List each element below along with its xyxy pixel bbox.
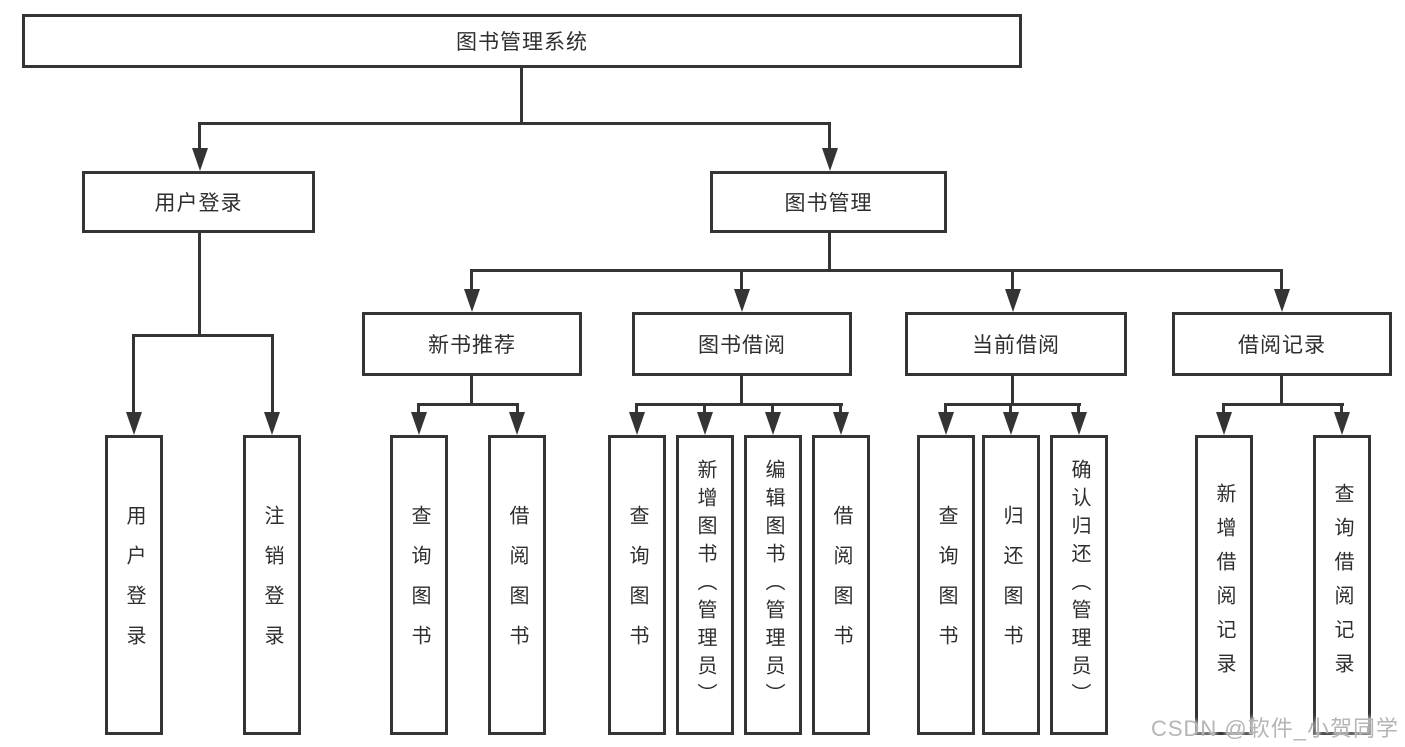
leaf-confirm-return-admin: 确认归还（管理员） (1050, 435, 1108, 735)
leaf-label: 借阅图书 (830, 505, 852, 665)
arrow-down-icon (1003, 412, 1019, 435)
arrow-down-icon (411, 412, 427, 435)
connector-new-books-split (417, 403, 519, 406)
leaf-borrow-books: 借阅图书 (812, 435, 870, 735)
node-label: 图书借阅 (698, 334, 786, 357)
connector-current-borrow-split (944, 403, 1081, 406)
node-root-system: 图书管理系统 (22, 14, 1022, 68)
leaf-add-borrow-record: 新增借阅记录 (1195, 435, 1253, 735)
leaf-add-books-admin: 新增图书（管理员） (676, 435, 734, 735)
leaf-label: 查询图书 (626, 505, 648, 665)
connector-drop-book-borrow (740, 269, 743, 293)
arrow-down-icon (192, 148, 208, 171)
connector-drop-book-mgmt (828, 122, 831, 152)
arrow-down-icon (734, 289, 750, 312)
connector-login-split (132, 334, 274, 337)
connector-login-stem (198, 231, 201, 337)
connector-current-borrow-stem (1011, 376, 1014, 406)
node-label: 用户登录 (154, 192, 243, 215)
leaf-user-login: 用户登录 (105, 435, 163, 735)
node-book-management: 图书管理 (710, 171, 947, 233)
leaf-query-books: 查询图书 (608, 435, 666, 735)
connector-borrow-record-split (1222, 403, 1344, 406)
connector-drop (771, 403, 774, 416)
connector-drop (417, 403, 420, 416)
leaf-query-books: 查询图书 (917, 435, 975, 735)
arrow-down-icon (938, 412, 954, 435)
node-label: 图书管理 (784, 192, 873, 215)
leaf-label: 归还图书 (1000, 505, 1022, 665)
leaf-label: 借阅图书 (506, 505, 528, 665)
connector-root-split (199, 122, 831, 125)
node-book-borrowing: 图书借阅 (632, 312, 852, 376)
connector-mgmt-stem (828, 231, 831, 272)
leaf-label: 查询图书 (935, 505, 957, 665)
connector-drop (516, 403, 519, 416)
csdn-watermark: CSDN @软件_小贺同学 (1150, 716, 1399, 741)
leaf-query-books: 查询图书 (390, 435, 448, 735)
arrow-down-icon (833, 412, 849, 435)
connector-drop-login-leaf2 (271, 334, 274, 414)
node-label: 图书管理系统 (456, 31, 588, 54)
leaf-return-books: 归还图书 (982, 435, 1040, 735)
connector-drop-user-login (198, 122, 201, 152)
leaf-label: 用户登录 (123, 505, 145, 665)
arrow-down-icon (464, 289, 480, 312)
connector-drop-login-leaf1 (132, 334, 135, 414)
node-borrow-records: 借阅记录 (1172, 312, 1392, 376)
node-user-login: 用户登录 (82, 171, 315, 233)
connector-drop-new-books (470, 269, 473, 293)
node-label: 新书推荐 (428, 334, 516, 357)
node-new-book-recommend: 新书推荐 (362, 312, 582, 376)
connector-drop (703, 403, 706, 416)
arrow-down-icon (1071, 412, 1087, 435)
leaf-label: 查询借阅记录 (1331, 483, 1353, 687)
leaf-label: 查询图书 (408, 505, 430, 665)
connector-drop (1340, 403, 1343, 416)
connector-borrow-record-stem (1280, 374, 1283, 406)
connector-new-books-stem (470, 374, 473, 406)
connector-root-stem (520, 66, 523, 125)
connector-drop-current-borrow (1011, 269, 1014, 293)
leaf-label: 编辑图书（管理员） (762, 459, 784, 711)
leaf-edit-books-admin: 编辑图书（管理员） (744, 435, 802, 735)
leaf-query-borrow-record: 查询借阅记录 (1313, 435, 1371, 735)
arrow-down-icon (629, 412, 645, 435)
connector-drop (944, 403, 947, 416)
connector-drop-borrow-record (1280, 269, 1283, 293)
arrow-down-icon (1216, 412, 1232, 435)
connector-drop (1222, 403, 1225, 416)
arrow-down-icon (765, 412, 781, 435)
arrow-down-icon (697, 412, 713, 435)
connector-drop (839, 403, 842, 416)
arrow-down-icon (126, 412, 142, 435)
node-label: 借阅记录 (1238, 334, 1326, 357)
arrow-down-icon (1274, 289, 1290, 312)
arrow-down-icon (1005, 289, 1021, 312)
node-label: 当前借阅 (972, 334, 1060, 357)
connector-drop (635, 403, 638, 416)
arrow-down-icon (1334, 412, 1350, 435)
arrow-down-icon (264, 412, 280, 435)
leaf-label: 确认归还（管理员） (1068, 459, 1090, 711)
leaf-borrow-books: 借阅图书 (488, 435, 546, 735)
connector-drop (1077, 403, 1080, 416)
connector-book-borrow-stem (740, 374, 743, 406)
leaf-label: 新增图书（管理员） (694, 459, 716, 711)
leaf-logout: 注销登录 (243, 435, 301, 735)
arrow-down-icon (509, 412, 525, 435)
node-current-borrowing: 当前借阅 (905, 312, 1127, 376)
connector-mgmt-split (470, 269, 1283, 272)
arrow-down-icon (822, 148, 838, 171)
leaf-label: 注销登录 (261, 505, 283, 665)
leaf-label: 新增借阅记录 (1213, 483, 1235, 687)
connector-drop (1009, 403, 1012, 416)
connector-book-borrow-split (635, 403, 843, 406)
